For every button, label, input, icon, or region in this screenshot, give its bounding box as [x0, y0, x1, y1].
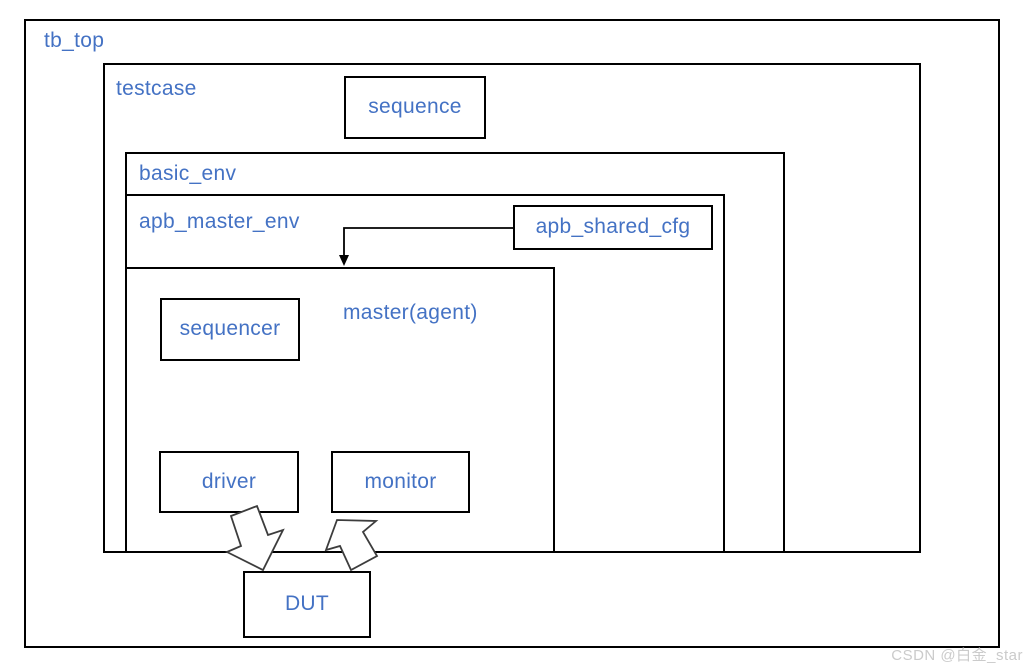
dut-label: DUT: [284, 592, 330, 616]
tb-top-label: tb_top: [44, 29, 105, 52]
apb-shared-cfg-box: apb_shared_cfg: [513, 205, 713, 250]
sequence-box: sequence: [344, 76, 486, 139]
dut-box: DUT: [243, 571, 371, 638]
sequence-label: sequence: [368, 95, 462, 119]
watermark-text: CSDN @白金_star: [891, 647, 1023, 664]
driver-box: driver: [159, 451, 299, 513]
basic-env-label: basic_env: [139, 162, 237, 185]
sequencer-box: sequencer: [160, 298, 300, 361]
sequencer-label: sequencer: [179, 317, 281, 341]
master-agent-label: master(agent): [343, 301, 478, 324]
monitor-box: monitor: [331, 451, 470, 513]
apb-shared-cfg-label: apb_shared_cfg: [535, 215, 691, 239]
apb-master-env-label: apb_master_env: [139, 210, 300, 233]
monitor-label: monitor: [364, 469, 437, 493]
tb-top-box: tb_top: [24, 19, 1000, 648]
driver-label: driver: [201, 469, 257, 493]
testcase-label: testcase: [116, 77, 197, 100]
